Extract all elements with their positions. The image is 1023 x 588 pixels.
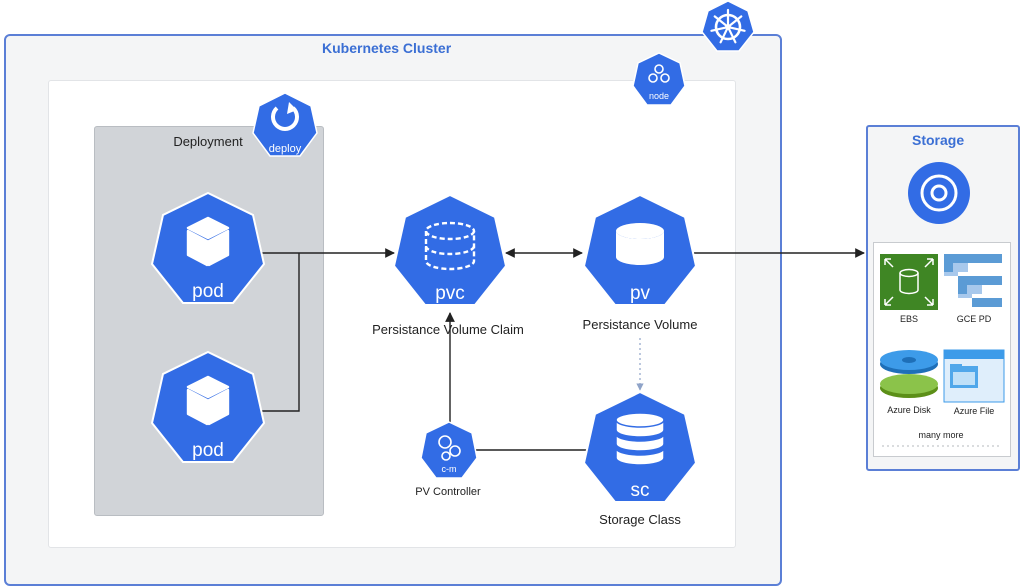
ebs-icon [880,254,938,310]
sc-label: sc [631,480,650,501]
storage-class-icon: sc [582,390,698,503]
gce-pd-label: GCE PD [956,314,992,324]
pvc-icon: pvc [392,193,508,306]
pv-icon: pv [582,193,698,306]
controller-badge-label: c-m [442,464,457,474]
storage-title: Storage [912,132,965,148]
cluster-title: Kubernetes Cluster [322,40,452,56]
node-icon: node [632,52,686,106]
pod-label: pod [192,281,224,302]
deploy-badge-label: deploy [269,143,302,155]
node-badge-label: node [649,91,669,101]
kubernetes-logo-icon [701,0,755,52]
connectors [262,248,865,451]
many-more-label: many more [918,430,964,440]
gce-pd-icon [944,254,1004,310]
pod2-to-pvc-line [262,253,300,412]
pv-label: pv [630,283,651,304]
sc-caption: Storage Class [599,512,681,527]
deploy-icon: deploy [252,92,318,157]
azure-file-icon [943,349,1005,403]
azure-disk-label: Azure Disk [887,405,931,415]
ebs-label: EBS [899,314,919,324]
storage-target-icon [908,162,970,224]
azure-file-label: Azure File [953,406,995,416]
pvc-label: pvc [435,283,465,304]
pv-caption: Persistance Volume [582,317,698,332]
controller-caption: PV Controller [415,486,481,498]
controller-manager-icon: c-m [420,421,478,479]
pod-icon: pod [150,350,266,463]
pod-label: pod [192,440,224,461]
deployment-title: Deployment [173,134,243,149]
pod-icon: pod [150,191,266,304]
azure-disk-icon [880,350,938,398]
pvc-caption: Persistance Volume Claim [372,322,524,337]
